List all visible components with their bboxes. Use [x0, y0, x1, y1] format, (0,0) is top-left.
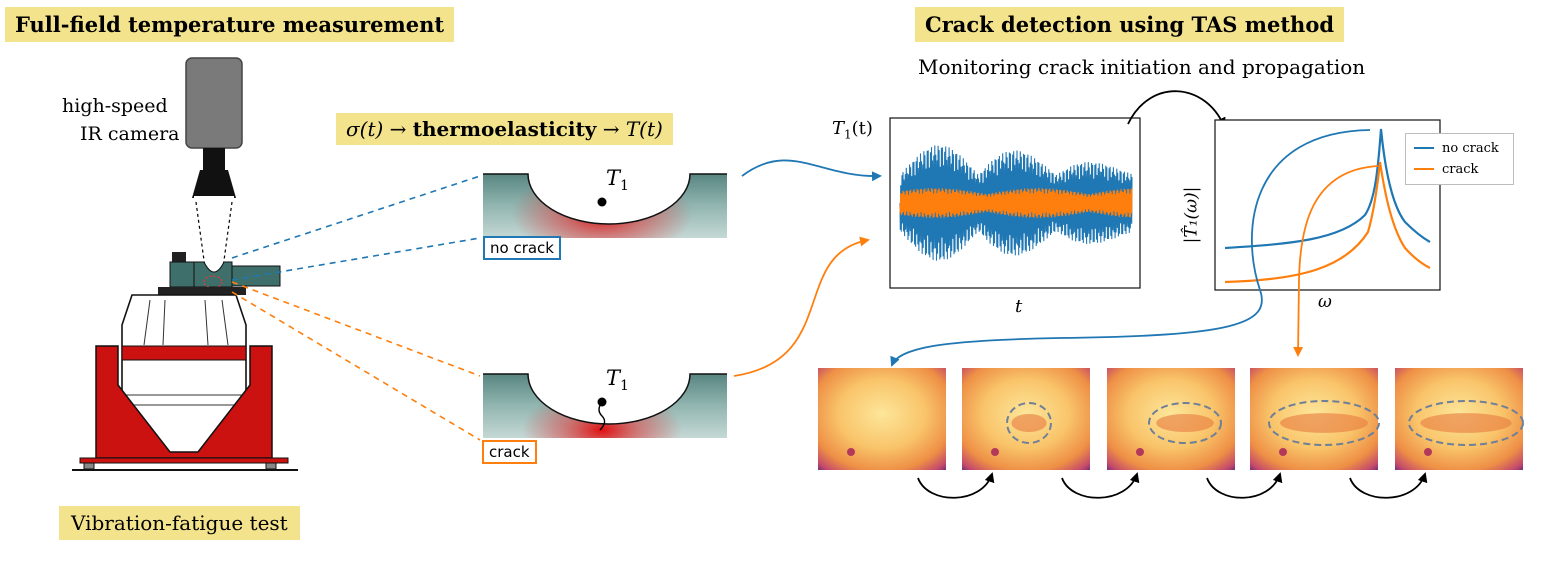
thermogram-spot-2	[991, 448, 999, 456]
no-crack-tag: no crack	[483, 236, 561, 260]
equation-arrow-1: →	[389, 117, 407, 141]
arrow-no-crack-to-time-signal	[741, 159, 882, 182]
thermogram-sequence-arrows	[917, 472, 1428, 499]
arrow-frf-to-first-thermogram	[890, 129, 1371, 367]
arrow-crack-to-time-signal	[733, 236, 870, 377]
sequence-arrow-2	[1061, 472, 1140, 499]
crack-heat-zone-2	[1011, 414, 1047, 432]
left-footer: Vibration-fatigue test	[59, 506, 300, 540]
crack-marker-4	[1268, 400, 1380, 446]
legend-label-crack: crack	[1442, 161, 1479, 177]
thermoelastic-equation: σ(t) → thermoelasticity → T(t)	[336, 113, 673, 145]
specimen-top-point-label: T1	[606, 166, 629, 195]
legend-swatch-crack	[1414, 168, 1434, 170]
sequence-arrow-4	[1349, 472, 1428, 499]
sequence-arrow-1	[917, 472, 995, 499]
thermogram-spot-5	[1424, 448, 1432, 456]
thermogram-1	[818, 368, 946, 470]
freq-plot-ylabel: |T̂₁(ω)|	[1181, 186, 1202, 244]
legend-entry-no-crack: no crack	[1414, 140, 1499, 156]
crack-marker-5	[1408, 400, 1524, 446]
arrow-frf-to-later-thermogram	[1293, 165, 1379, 357]
crack-marker-2	[1006, 402, 1052, 444]
frf-crack	[1224, 161, 1431, 284]
left-heading: Full-field temperature measurement	[5, 7, 455, 42]
equation-sigma: σ(t)	[346, 117, 384, 141]
thermogram-spot-3	[1136, 448, 1144, 456]
zoom-lines-orange	[231, 281, 481, 441]
freq-plot-xlabel: ω	[1318, 292, 1332, 312]
time-plot-ylabel: T1(t)	[832, 118, 873, 142]
equation-word: thermoelasticity	[412, 117, 597, 141]
specimen-bottom-point-label: T1	[606, 366, 629, 395]
legend-entry-crack: crack	[1414, 161, 1478, 177]
shaker-icon	[72, 252, 298, 471]
arrow-time-to-frequency	[1127, 90, 1226, 128]
frf-no-crack	[1224, 128, 1431, 250]
equation-arrow-2: →	[602, 117, 620, 141]
thermogram-row	[818, 368, 1524, 470]
crack-marker-3	[1148, 402, 1222, 444]
crack-heat-zone-4	[1280, 413, 1368, 433]
crack-tag: crack	[482, 440, 537, 464]
legend-swatch-no-crack	[1414, 147, 1434, 149]
crack-heat-zone-3	[1156, 414, 1214, 432]
right-subheading: Monitoring crack initiation and propagat…	[918, 55, 1366, 79]
crack-heat-zone-5	[1420, 413, 1512, 433]
camera-label-line1: high-speed	[62, 95, 168, 117]
sequence-arrow-3	[1206, 472, 1283, 499]
ir-camera-icon	[185, 57, 243, 200]
freq-plot-legend: no crack crack	[1405, 133, 1514, 185]
camera-label-line2: IR camera	[80, 123, 180, 145]
thermogram-spot-4	[1279, 448, 1287, 456]
zoom-lines-blue	[231, 175, 481, 281]
legend-label-no-crack: no crack	[1442, 140, 1499, 156]
right-heading: Crack detection using TAS method	[915, 7, 1345, 42]
equation-temperature: T(t)	[625, 117, 663, 141]
time-signal-no-crack	[899, 145, 1133, 261]
thermogram-spot-1	[847, 448, 855, 456]
time-plot-xlabel: t	[1015, 296, 1023, 317]
time-signal-crack	[899, 187, 1133, 219]
